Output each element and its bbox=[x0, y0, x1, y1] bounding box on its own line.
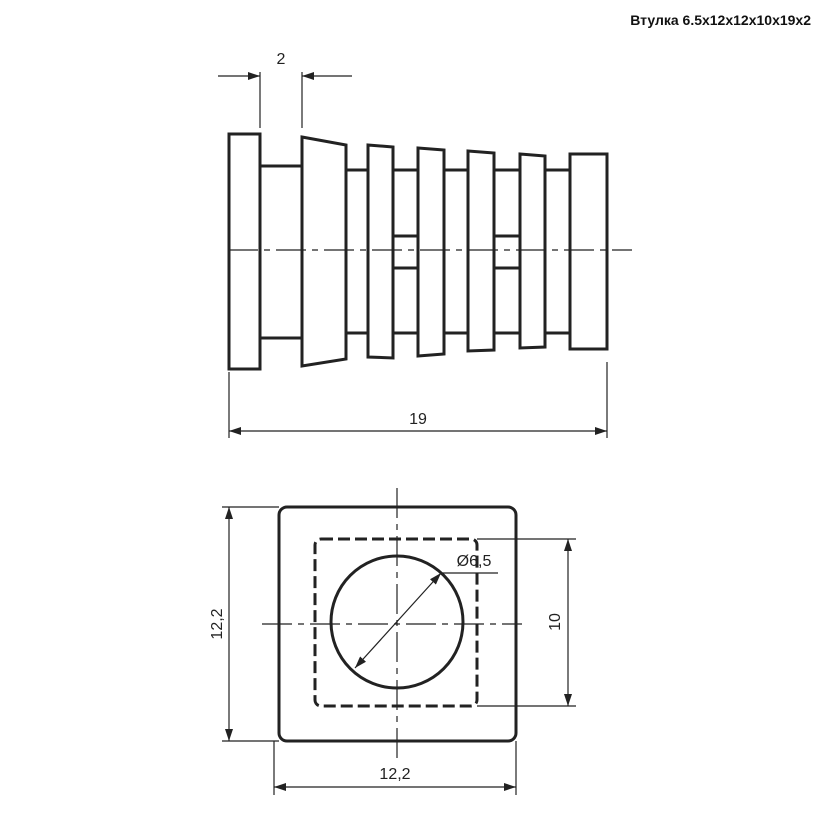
side-view: 2 19 bbox=[218, 51, 632, 438]
fin-1 bbox=[366, 143, 395, 360]
dim-inner-square: 10 bbox=[547, 613, 564, 631]
drawing-title: Втулка 6.5x12x12x10x19x2 bbox=[630, 12, 811, 28]
end-block bbox=[568, 152, 609, 351]
cone bbox=[300, 135, 348, 368]
front-view: Ø6,5 12,2 12,2 10 bbox=[209, 488, 576, 795]
inner-square-hidden bbox=[313, 537, 479, 708]
flange bbox=[227, 132, 262, 371]
fin-3 bbox=[466, 149, 496, 353]
neck bbox=[260, 164, 302, 340]
spine bbox=[346, 168, 570, 335]
dim-flange-width: 2 bbox=[277, 51, 286, 68]
slot-1 bbox=[393, 168, 418, 335]
fin-4 bbox=[518, 152, 547, 350]
slot-2 bbox=[494, 168, 520, 335]
dim-hole-diameter: Ø6,5 bbox=[457, 553, 492, 570]
dim-height: 12,2 bbox=[209, 608, 226, 639]
fin-2 bbox=[416, 146, 446, 358]
dim-total-length: 19 bbox=[409, 411, 427, 428]
dim-width: 12,2 bbox=[379, 766, 410, 783]
